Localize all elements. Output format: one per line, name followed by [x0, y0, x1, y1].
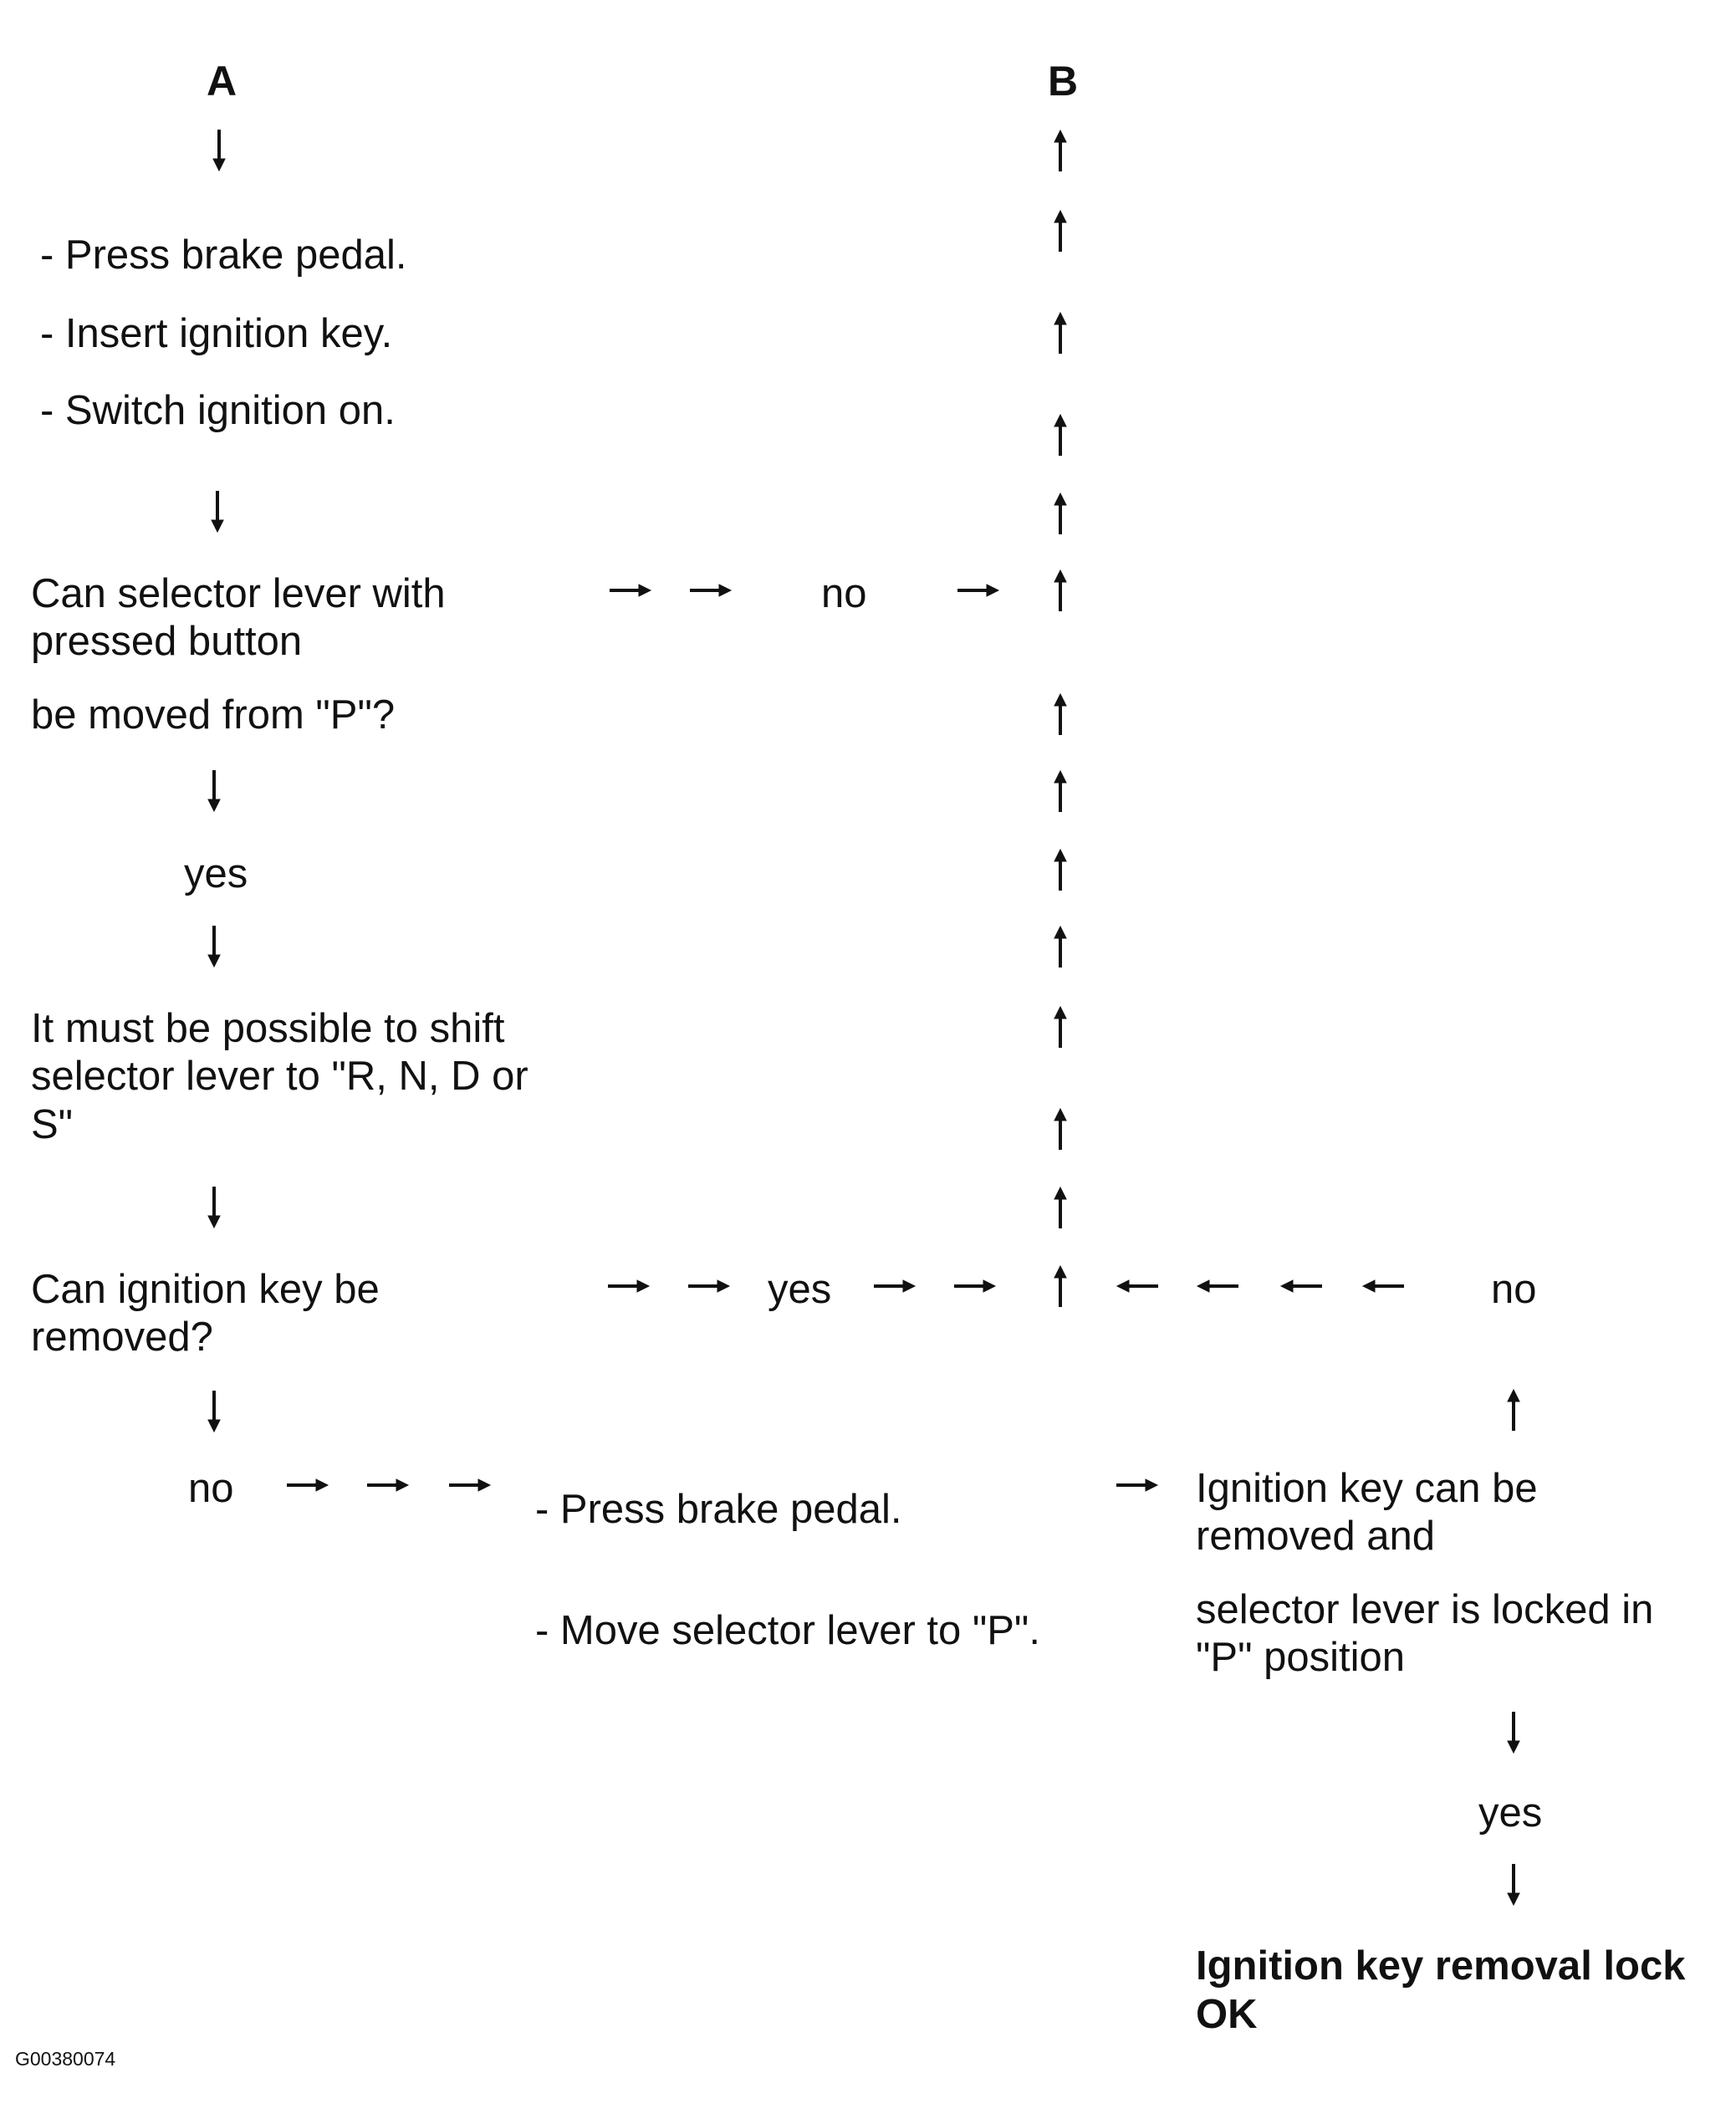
- arrow-right-icon: [285, 1478, 329, 1493]
- arrow-up-icon: [1053, 569, 1068, 613]
- step-ignition-on: - Switch ignition on.: [40, 388, 396, 433]
- arrow-up-icon: [1053, 311, 1068, 355]
- final-line1: Ignition key removal lock: [1196, 1943, 1686, 1989]
- arrow-up-icon: [1053, 692, 1068, 737]
- arrow-down-icon: [1506, 1862, 1521, 1907]
- arrow-down-icon: [1506, 1710, 1521, 1754]
- final-line2: OK: [1196, 1992, 1258, 2037]
- arrow-right-icon: [1115, 1478, 1159, 1493]
- figure-id: G00380074: [15, 2048, 116, 2070]
- question-selector-line2: pressed button: [31, 619, 303, 664]
- arrow-down-icon: [207, 768, 222, 813]
- arrow-left-icon: [1116, 1279, 1160, 1294]
- question-selector-line1: Can selector lever with: [31, 571, 446, 616]
- result-line3: selector lever is locked in: [1196, 1587, 1654, 1632]
- arrow-right-icon: [952, 1279, 997, 1294]
- arrow-up-icon: [1053, 1107, 1068, 1151]
- step-insert-key: - Insert ignition key.: [40, 311, 393, 356]
- arrow-up-icon: [1053, 1186, 1068, 1230]
- arrow-down-icon: [210, 489, 225, 534]
- arrow-up-icon: [1053, 769, 1068, 814]
- arrow-up-icon: [1506, 1388, 1521, 1432]
- arrow-up-icon: [1053, 492, 1068, 536]
- arrow-right-icon: [688, 583, 733, 598]
- result-line2: removed and: [1196, 1514, 1436, 1559]
- arrow-right-icon: [956, 583, 1000, 598]
- answer-no-1: no: [821, 571, 867, 616]
- arrow-up-icon: [1053, 925, 1068, 969]
- result-line4: "P" position: [1196, 1635, 1405, 1680]
- arrow-left-icon: [1279, 1279, 1324, 1294]
- result-line1: Ignition key can be: [1196, 1466, 1538, 1511]
- arrow-down-icon: [207, 1185, 222, 1229]
- shift-statement-line2: selector lever to "R, N, D or: [31, 1054, 528, 1099]
- arrow-up-icon: [1053, 848, 1068, 892]
- arrow-right-icon: [447, 1478, 492, 1493]
- arrow-right-icon: [608, 583, 652, 598]
- shift-statement-line1: It must be possible to shift: [31, 1006, 505, 1051]
- question-selector-line3: be moved from "P"?: [31, 692, 396, 738]
- arrow-up-icon: [1053, 129, 1068, 173]
- arrow-down-icon: [212, 128, 227, 172]
- question-key-line2: removed?: [31, 1315, 213, 1360]
- step-press-brake: - Press brake pedal.: [40, 232, 407, 278]
- arrow-right-icon: [606, 1279, 651, 1294]
- arrow-left-icon: [1361, 1279, 1406, 1294]
- answer-yes-2: yes: [768, 1267, 832, 1312]
- answer-no-2: no: [188, 1466, 234, 1511]
- arrow-right-icon: [872, 1279, 917, 1294]
- step-press-brake-2: - Press brake pedal.: [535, 1487, 902, 1532]
- label-a: A: [207, 58, 237, 105]
- arrow-up-icon: [1053, 1264, 1068, 1309]
- arrow-up-icon: [1053, 209, 1068, 253]
- answer-yes-3: yes: [1478, 1790, 1543, 1836]
- arrow-down-icon: [207, 1389, 222, 1433]
- question-key-line1: Can ignition key be: [31, 1267, 380, 1312]
- arrow-up-icon: [1053, 413, 1068, 457]
- label-b: B: [1048, 58, 1079, 105]
- shift-statement-line3: S": [31, 1102, 74, 1147]
- step-move-selector-p: - Move selector lever to "P".: [535, 1608, 1040, 1653]
- arrow-up-icon: [1053, 1005, 1068, 1049]
- arrow-right-icon: [687, 1279, 731, 1294]
- answer-no-3: no: [1491, 1267, 1537, 1312]
- answer-yes-1: yes: [184, 851, 248, 896]
- arrow-left-icon: [1196, 1279, 1240, 1294]
- arrow-right-icon: [365, 1478, 410, 1493]
- arrow-down-icon: [207, 924, 222, 968]
